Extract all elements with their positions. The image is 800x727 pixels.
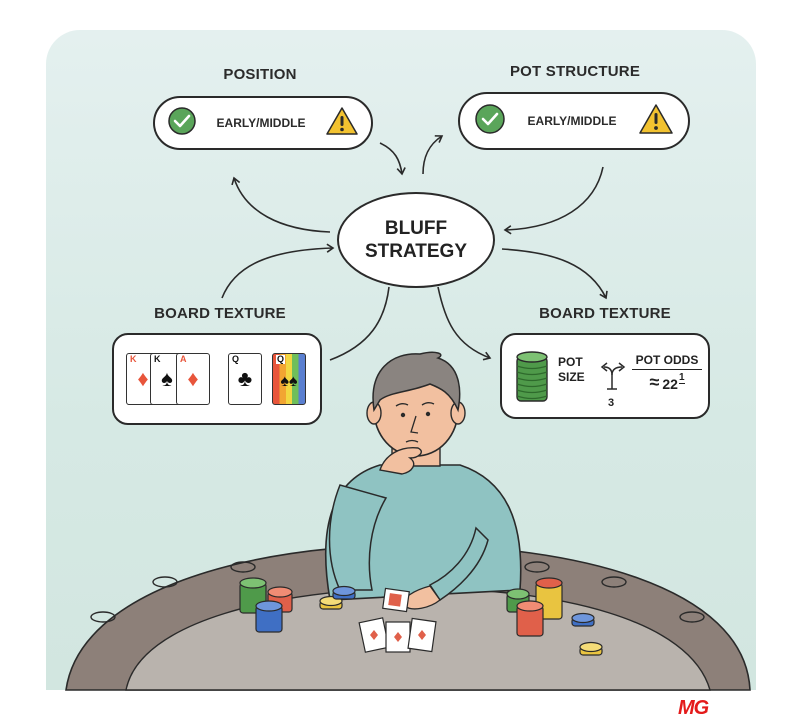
diamond-suit-icon: ♦ <box>137 366 149 391</box>
card-q-rainbow: Q ♠♠ <box>272 353 306 405</box>
warning-icon <box>638 103 674 140</box>
club-suit-icon: ♣ <box>237 366 253 391</box>
fraction-denominator: 3 <box>608 397 615 409</box>
pot-odds-value: 22 <box>662 376 678 392</box>
card-q-clubs: Q ♣ <box>228 353 262 405</box>
pot-size-label-line2: SIZE <box>558 370 585 384</box>
check-icon <box>474 103 506 140</box>
split-arrow-icon <box>598 359 628 400</box>
spade-suit-icon: ♠♠ <box>280 373 298 390</box>
pot-structure-value: EARLY/MIDDLE <box>527 114 617 128</box>
board-texture-left-node: K ♦ K ♠ A ♦ Q ♣ Q ♠♠ <box>112 333 322 425</box>
center-title-line2: STRATEGY <box>364 241 468 262</box>
pot-odds-label: POT ODDS <box>632 353 702 370</box>
card-a-diamonds: A ♦ <box>176 353 210 405</box>
pot-structure-node: EARLY/MIDDLE <box>458 92 690 150</box>
check-icon <box>167 106 197 141</box>
pot-size-label-line1: POT <box>558 355 583 369</box>
bluff-strategy-node: BLUFF STRATEGY <box>337 192 495 288</box>
person-hair <box>372 351 461 413</box>
center-title-line1: BLUFF <box>384 218 448 239</box>
spade-suit-icon: ♠ <box>161 366 173 391</box>
mg-watermark-logo: MG <box>678 697 709 719</box>
board-texture-right-title: BOARD TEXTURE <box>539 305 671 322</box>
chip-stack-icon <box>514 349 550 412</box>
board-texture-right-node: POT SIZE 3 POT ODDS ≈ 22 1 <box>500 333 710 419</box>
approx-icon: ≈ <box>649 372 660 392</box>
board-texture-left-title: BOARD TEXTURE <box>154 305 286 322</box>
pot-structure-title: POT STRUCTURE <box>509 63 641 80</box>
position-node: EARLY/MIDDLE <box>153 96 373 150</box>
position-title: POSITION <box>223 66 297 83</box>
diamond-suit-icon: ♦ <box>187 366 199 391</box>
position-value: EARLY/MIDDLE <box>216 116 306 130</box>
warning-icon <box>325 106 359 141</box>
pot-odds-sup: 1 <box>678 372 685 384</box>
